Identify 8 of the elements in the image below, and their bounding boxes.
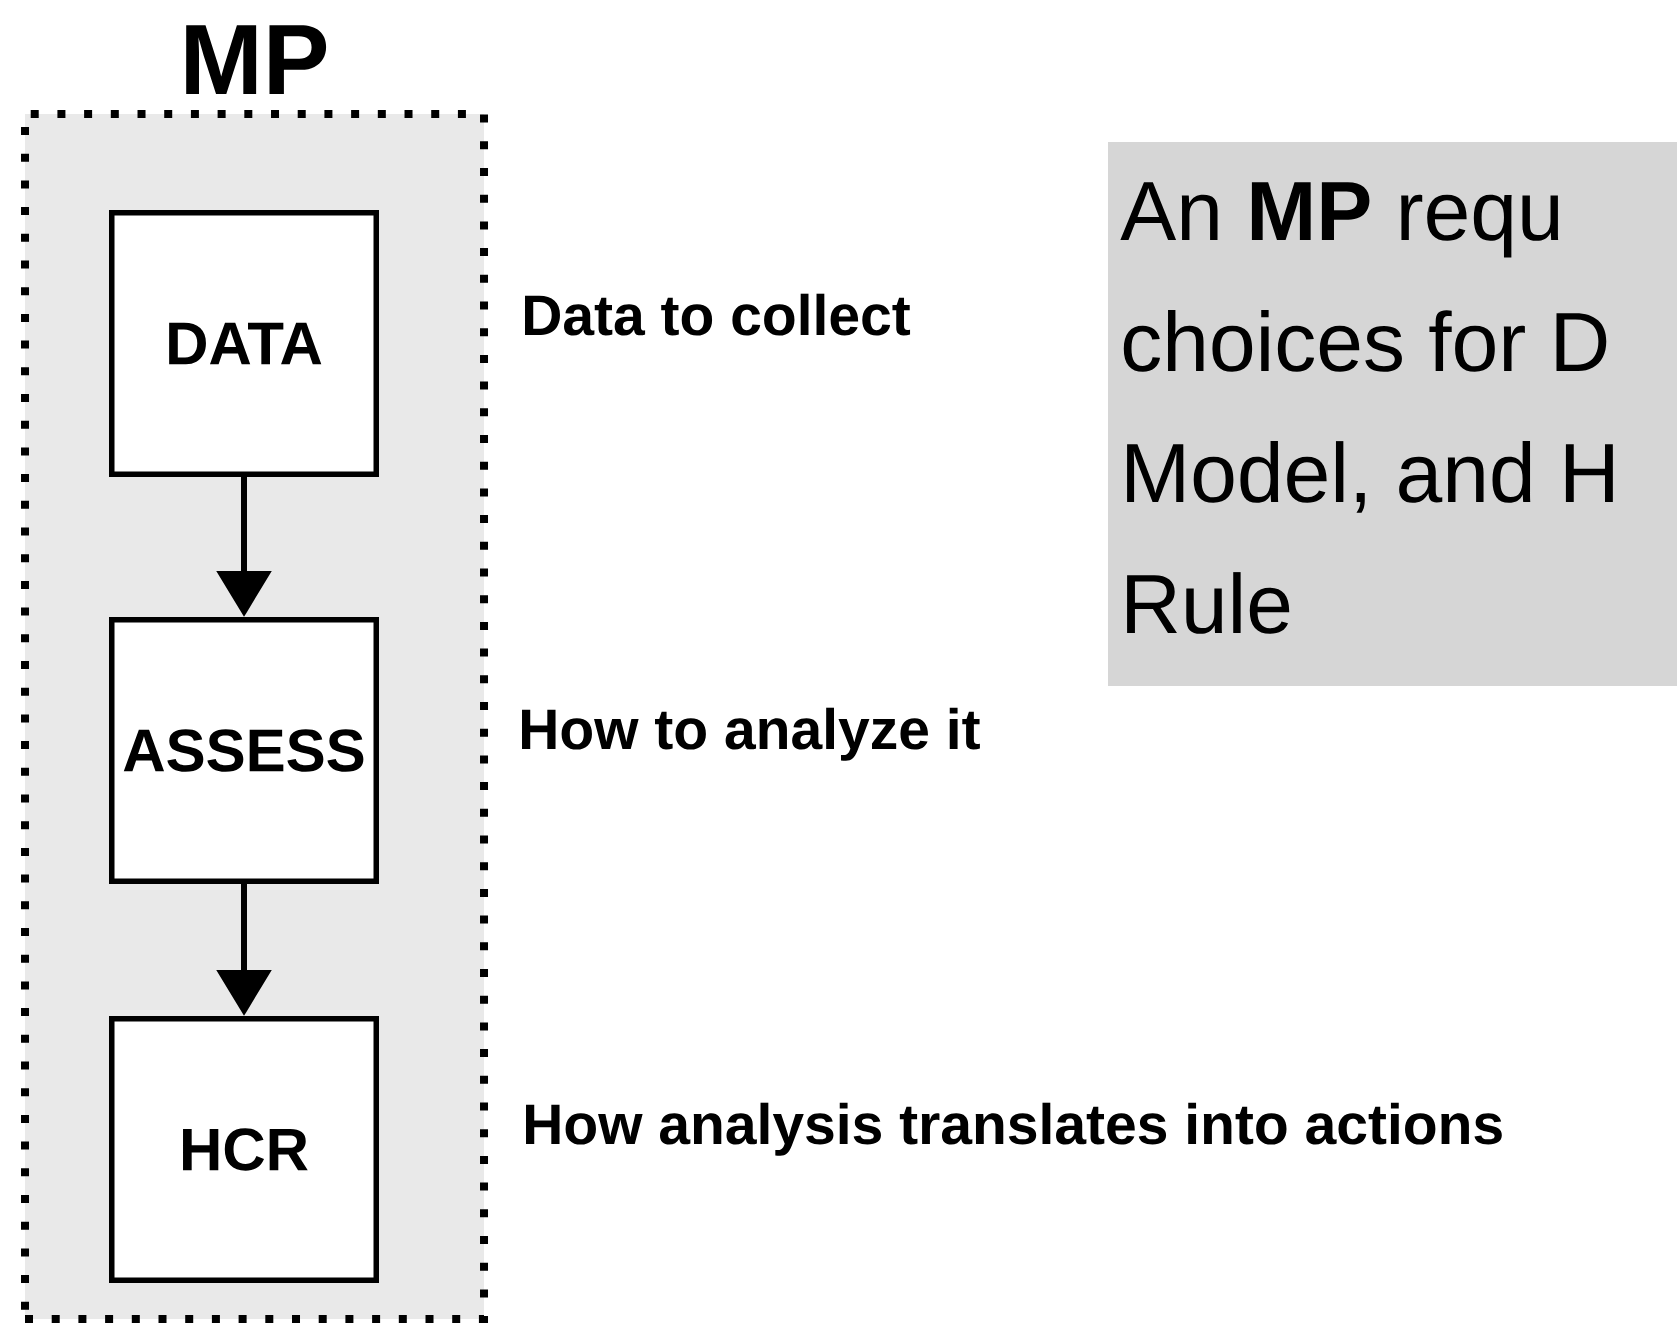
frame-title: MP <box>186 25 327 94</box>
process-box: HCR <box>109 1016 379 1283</box>
text-box: An MP requ choices for D Model, and H Rule <box>1108 142 1677 686</box>
side-note: How analysis translates into actions <box>526 1102 1502 1156</box>
side-note: Data to collect <box>525 293 911 336</box>
side-note: How to analyze it <box>522 707 980 761</box>
process-box: DATA <box>109 210 379 477</box>
process-box: ASSESS <box>109 617 379 884</box>
